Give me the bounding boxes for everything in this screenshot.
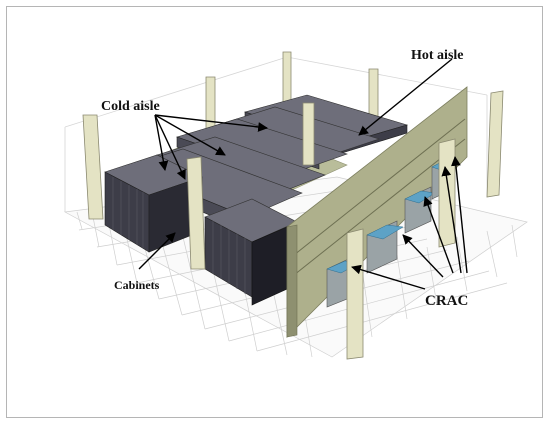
column-right-2 xyxy=(486,90,504,198)
column-front-middle xyxy=(186,156,206,270)
cabinets-arrow xyxy=(138,232,176,270)
column-front-left xyxy=(82,114,104,220)
column-center xyxy=(302,102,315,166)
crac-arrows xyxy=(351,156,468,290)
crac-unit-2 xyxy=(366,220,404,274)
cold-aisle-label: Cold aisle xyxy=(101,99,160,114)
diagram-frame: Hot aisle Cold aisle Cabinets CRAC xyxy=(6,6,543,418)
hot-aisle-arrow xyxy=(358,58,453,136)
data-center-diagram: Hot aisle Cold aisle Cabinets CRAC xyxy=(63,48,528,360)
front-columns xyxy=(82,90,504,360)
cabinets-label: Cabinets xyxy=(114,278,160,292)
column-front-right xyxy=(346,228,364,360)
crac-label: CRAC xyxy=(425,293,468,309)
cold-aisle-arrows xyxy=(154,114,268,180)
hot-aisle-label: Hot aisle xyxy=(411,48,464,63)
column-right-1 xyxy=(438,138,456,248)
cabinet-block-front-middle xyxy=(204,198,298,306)
